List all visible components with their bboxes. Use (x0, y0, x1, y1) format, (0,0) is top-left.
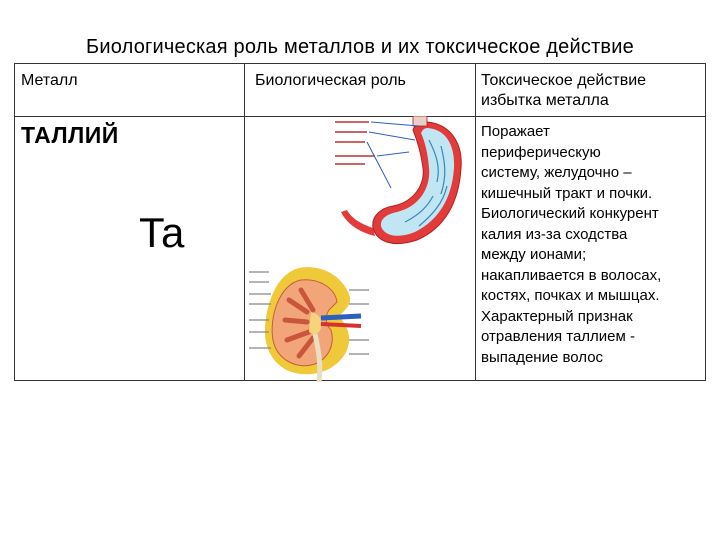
kidney-labels (249, 271, 369, 355)
stomach-labels (335, 121, 375, 165)
kidney-medulla (282, 287, 316, 359)
esophagus (412, 116, 428, 127)
stomach-leader-lines (366, 121, 420, 189)
toxic-effect-text: Поражает периферическую систему, желудоч… (481, 123, 662, 366)
column-divider (475, 64, 476, 380)
kidney-illustration (249, 267, 369, 382)
header-metal: Металл (21, 72, 78, 89)
header-divider (15, 116, 705, 117)
slide-title: Биологическая роль металлов и их токсиче… (86, 36, 634, 58)
duodenum (341, 210, 375, 236)
column-divider (244, 64, 245, 380)
metal-table: Металл Биологическая роль Токсическое де… (14, 63, 706, 382)
metal-symbol: Ta (139, 209, 186, 256)
stomach-illustration (335, 116, 462, 244)
renal-pelvis (309, 312, 322, 335)
header-toxic: Токсическое действие избытка металла (481, 72, 647, 109)
metal-name: ТАЛЛИЙ (21, 122, 119, 148)
renal-vein (320, 313, 362, 321)
ureter (312, 333, 323, 382)
renal-artery (320, 322, 362, 328)
header-role: Биологическая роль (255, 72, 406, 89)
stomach-folds (404, 139, 448, 227)
